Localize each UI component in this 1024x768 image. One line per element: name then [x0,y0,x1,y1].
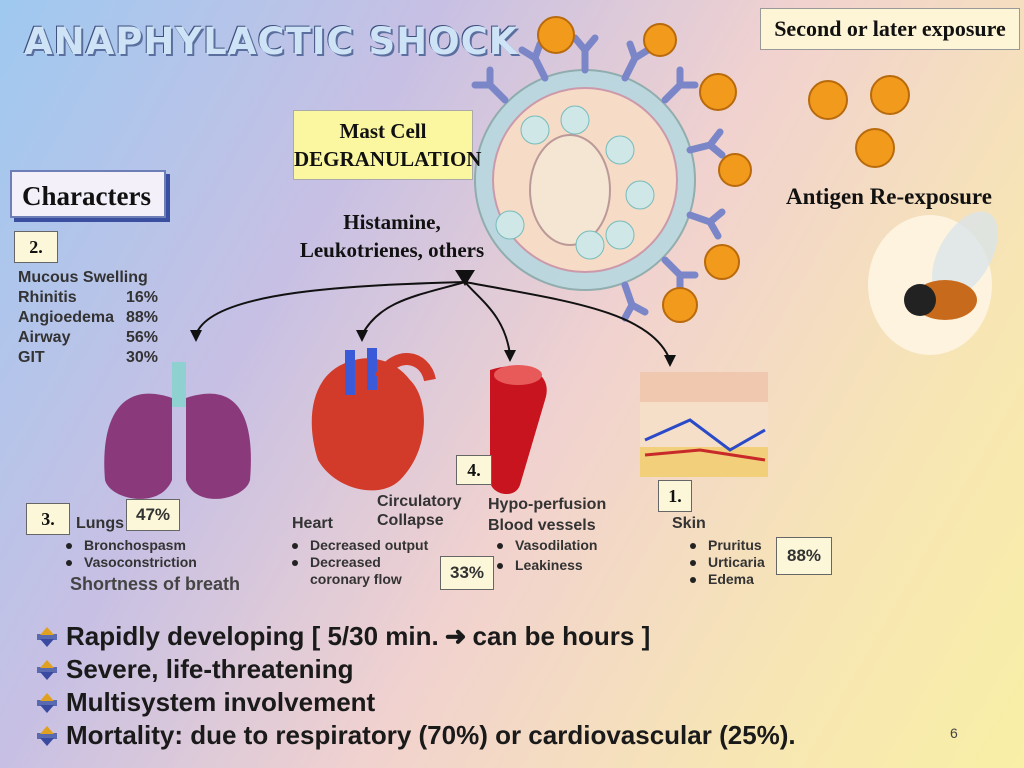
bullet-dot-icon [66,560,72,567]
right-arrow-icon: ➜ [444,621,467,651]
mast-cell-line1: Mast Cell [339,119,427,143]
bullet-dot-icon [66,543,72,550]
bullet-dot-icon [690,577,696,584]
list-item: Vasodilation [497,537,597,554]
list-item: Decreased [292,554,428,571]
list-item: Edema [690,571,765,588]
list-item: Rapidly developing [ 5/30 min. ➜ can be … [36,620,796,653]
antigen-particles [537,16,910,323]
bullet-arrow-icon [37,725,57,746]
lungs-illustration [104,362,251,499]
summary-bullets: Rapidly developing [ 5/30 min. ➜ can be … [36,620,796,752]
heart-list: Decreased output Decreased coronary flow [292,537,428,588]
mast-cell-line2: DEGRANULATION [294,147,482,171]
skin-percent: 88% [776,537,832,575]
bullet-arrow-icon [37,692,57,713]
lungs-note: Shortness of breath [70,574,241,594]
characters-number: 2. [14,231,58,263]
bullet-arrow-icon [37,659,57,680]
lungs-title: Lungs [76,515,124,532]
circulatory-number: 4. [456,455,492,485]
exposure-label: Second or later exposure [760,8,1020,50]
list-item: Mortality: due to respiratory (70%) or c… [36,719,796,752]
characters-label: Characters [10,170,166,218]
mast-cell-label: Mast Cell DEGRANULATION [293,110,482,180]
skin-list: Pruritus Urticaria Edema [690,537,765,588]
list-item: Severe, life-threatening [36,653,796,686]
lungs-list: Bronchospasm Vasoconstriction [66,537,197,571]
mast-cell-illustration [474,69,696,291]
bullet-dot-icon [497,543,503,550]
skin-illustration [640,372,768,477]
characters-row: Mucous Swelling [18,269,148,286]
heart-percent: 33% [440,556,494,590]
bullet-dot-icon [292,560,298,567]
bullet-dot-icon [690,560,696,567]
list-item: Vasoconstriction [66,554,197,571]
bullet-dot-icon [497,563,503,570]
antigen-reexposure-label: Antigen Re-exposure [786,184,992,209]
list-item: Bronchospasm [66,537,197,554]
vessels-label: Hypo-perfusion Blood vessels [488,496,607,534]
mediators-line1: Histamine, [343,210,441,234]
page-number: 6 [950,725,958,741]
list-item: Leakiness [497,557,597,574]
list-item: Decreased output [292,537,428,554]
blood-vessel-illustration [490,365,547,495]
heart-title: Heart [292,515,333,532]
bee-illustration [868,211,998,355]
circulatory-label: Circulatory Collapse [377,493,462,529]
list-item: Multisystem involvement [36,686,796,719]
heart-illustration [311,348,436,491]
skin-title: Skin [672,515,706,532]
lungs-percent: 47% [126,499,180,531]
lungs-number: 3. [26,503,70,535]
list-item: coronary flow [310,571,402,587]
bullet-dot-icon [690,543,696,550]
bullet-arrow-icon [37,626,57,647]
slide-title: ANAPHYLACTIC SHOCK [24,20,519,63]
mediators-line2: Leukotrienes, others [299,238,485,262]
list-item: Urticaria [690,554,765,571]
skin-number: 1. [658,480,692,512]
list-item: Pruritus [690,537,765,554]
bullet-dot-icon [292,543,298,550]
mediators-label: Histamine, Leukotrienes, others [282,208,502,264]
vessels-list: Vasodilation Leakiness [497,537,597,574]
effect-arrows [195,281,671,361]
